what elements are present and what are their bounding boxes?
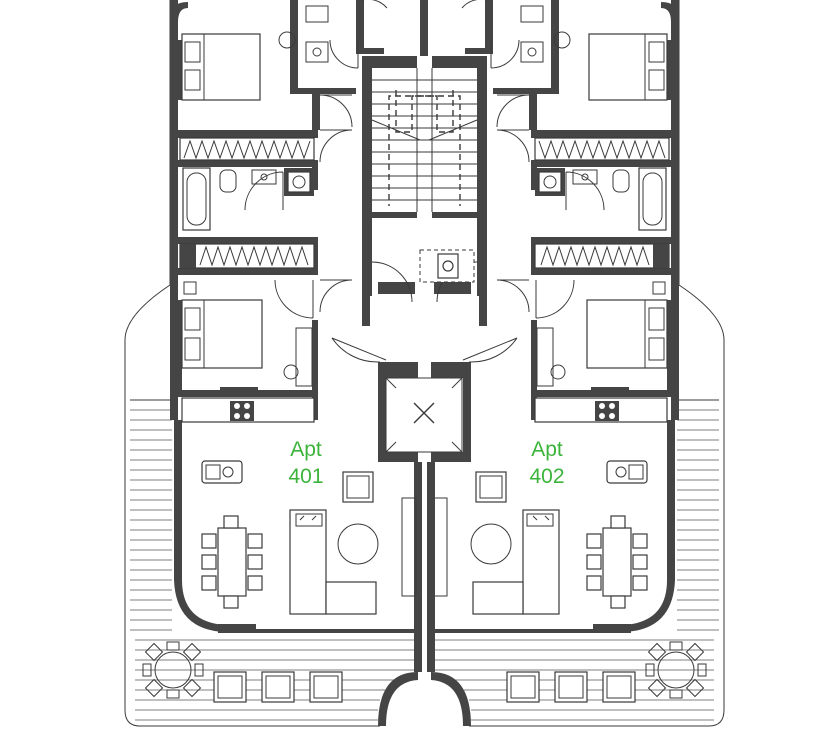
apartment-401-label: Apt 401 xyxy=(266,436,346,490)
apartment-401-label-line1: Apt xyxy=(290,438,322,461)
apartment-402-label-line1: Apt xyxy=(531,438,563,461)
apartment-401-plan xyxy=(124,0,461,727)
stair-lift-chair-icon xyxy=(419,249,475,283)
apartment-402-label: Apt 402 xyxy=(507,436,587,490)
apartment-401-label-line2: 401 xyxy=(288,465,324,488)
apartment-402-label-line2: 402 xyxy=(529,465,565,488)
apartment-402-plan xyxy=(388,0,725,727)
lift-symbol xyxy=(385,377,463,453)
core-top-wall xyxy=(420,0,428,56)
